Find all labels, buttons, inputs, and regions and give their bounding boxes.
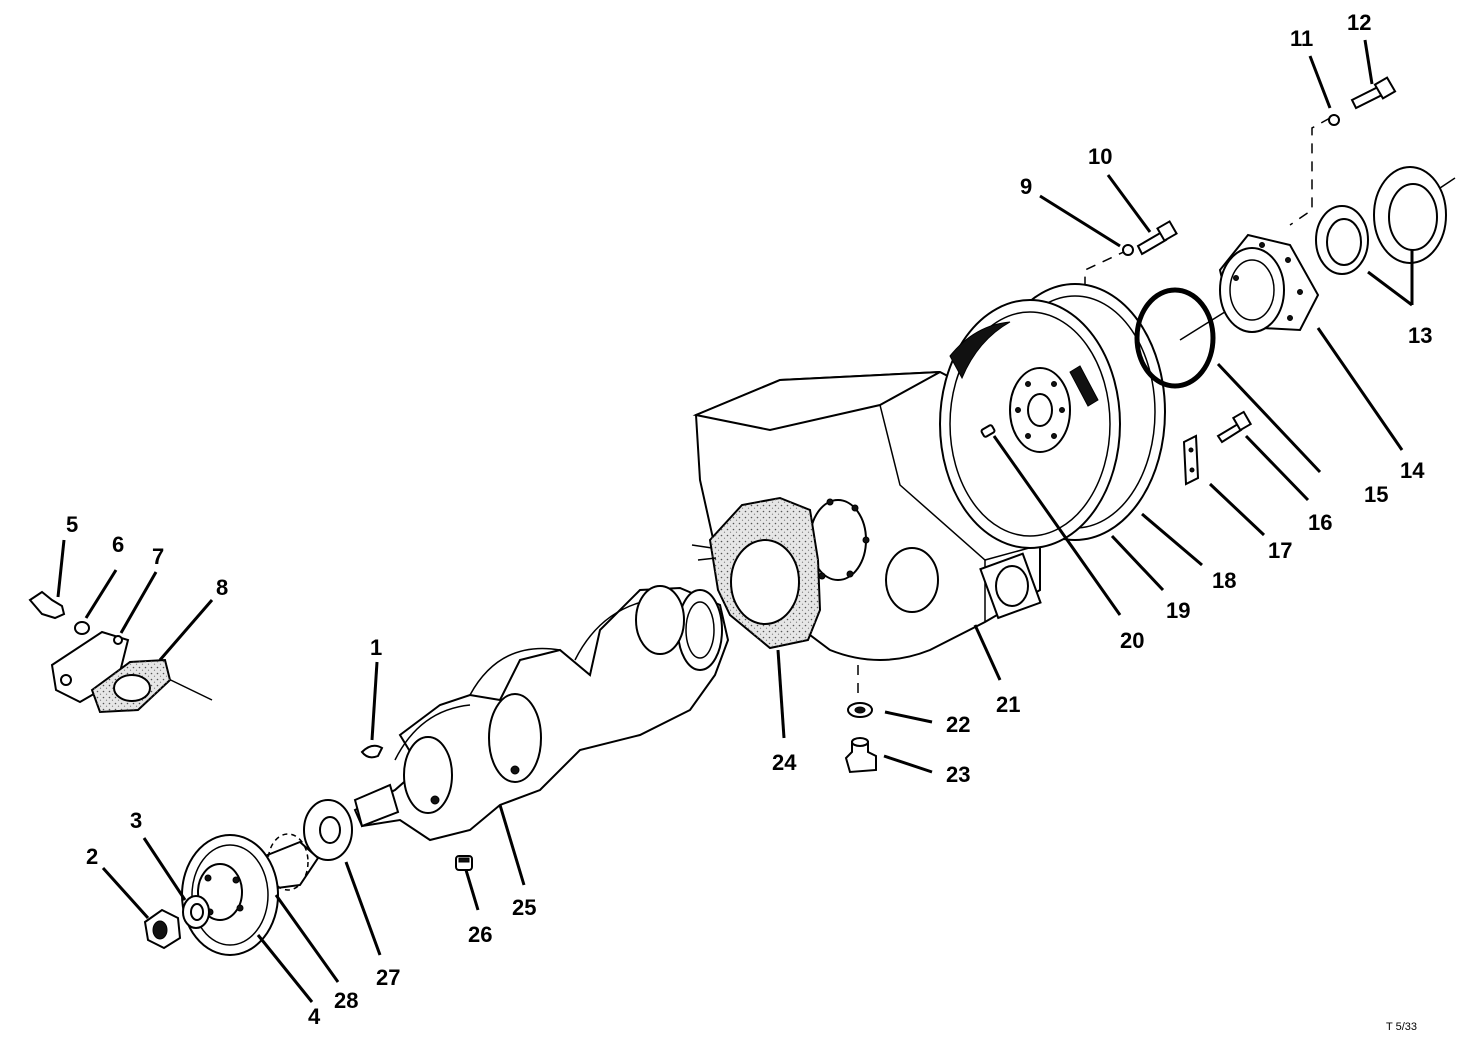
callout-22: 22 (946, 712, 970, 737)
figure-code: T 5/33 (1386, 1021, 1417, 1033)
callout-labels: 1 2 3 4 5 6 7 8 9 10 11 12 13 14 15 16 1… (66, 10, 1432, 1033)
thrust-washer (303, 799, 353, 861)
woodruff-key (360, 744, 384, 759)
pulley-nut (143, 908, 182, 950)
callout-9: 9 (1020, 174, 1032, 199)
callout-7: 7 (152, 544, 164, 569)
callout-19: 19 (1166, 598, 1190, 623)
callout-18: 18 (1212, 568, 1236, 593)
bracket (1182, 434, 1200, 486)
callout-13: 13 (1408, 323, 1432, 348)
callout-25: 25 (512, 895, 536, 920)
o-ring (1134, 287, 1216, 389)
callout-27: 27 (376, 965, 400, 990)
callout-21: 21 (996, 692, 1020, 717)
pulley-washer-hole (190, 903, 204, 921)
callout-24: 24 (772, 750, 797, 775)
cover-plate-group (28, 590, 172, 714)
crank-plug (455, 855, 473, 871)
housing-gasket (691, 496, 822, 650)
seal-retainer (1218, 233, 1320, 333)
flywheel (939, 283, 1166, 549)
callout-23: 23 (946, 762, 970, 787)
callout-5: 5 (66, 512, 78, 537)
callout-12: 12 (1347, 10, 1371, 35)
callout-15: 15 (1364, 482, 1388, 507)
callout-3: 3 (130, 808, 142, 833)
oil-seals (1315, 166, 1447, 275)
callout-2: 2 (86, 844, 98, 869)
callout-28: 28 (334, 988, 358, 1013)
callout-26: 26 (468, 922, 492, 947)
callout-1: 1 (370, 635, 382, 660)
callout-17: 17 (1268, 538, 1292, 563)
callout-4: 4 (308, 1004, 321, 1029)
bolt-10 (1122, 220, 1178, 256)
callout-14: 14 (1400, 458, 1425, 483)
callout-11: 11 (1290, 26, 1313, 51)
callout-20: 20 (1120, 628, 1144, 653)
callout-16: 16 (1308, 510, 1332, 535)
bolt-12 (1328, 76, 1397, 126)
flywheel-dowel (980, 424, 996, 438)
crank-pulley (181, 833, 320, 956)
callout-10: 10 (1088, 144, 1112, 169)
leader-lines (56, 39, 1414, 1003)
crankshaft (353, 585, 730, 842)
callout-8: 8 (216, 575, 228, 600)
callout-6: 6 (112, 532, 124, 557)
bolt-16 (1216, 410, 1253, 444)
drain-plug-group (844, 702, 877, 774)
